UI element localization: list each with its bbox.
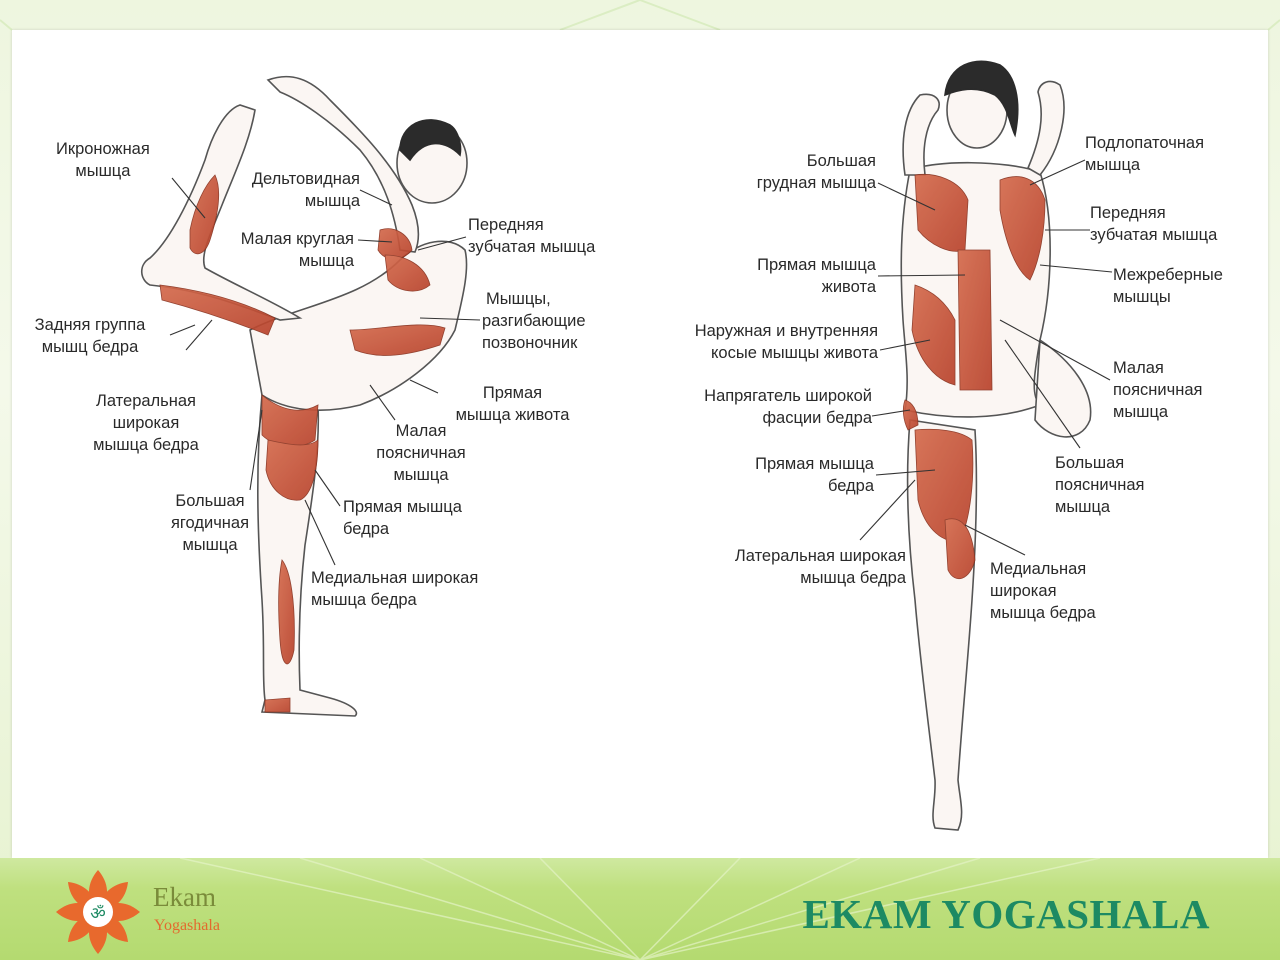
logo-subtitle: Yogashala	[154, 916, 220, 936]
right-muscle-rectus-abdominis	[958, 250, 992, 390]
logo-name: Ekam	[153, 882, 216, 912]
lotus-om-icon: ॐ	[52, 866, 144, 958]
brand-title: EKAM YOGASHALA	[802, 890, 1210, 938]
right-arm-left	[903, 94, 939, 175]
left-muscle-foot	[265, 698, 290, 712]
right-arm-right	[1028, 81, 1064, 175]
left-arms	[268, 77, 418, 252]
svg-text:ॐ: ॐ	[90, 904, 106, 924]
